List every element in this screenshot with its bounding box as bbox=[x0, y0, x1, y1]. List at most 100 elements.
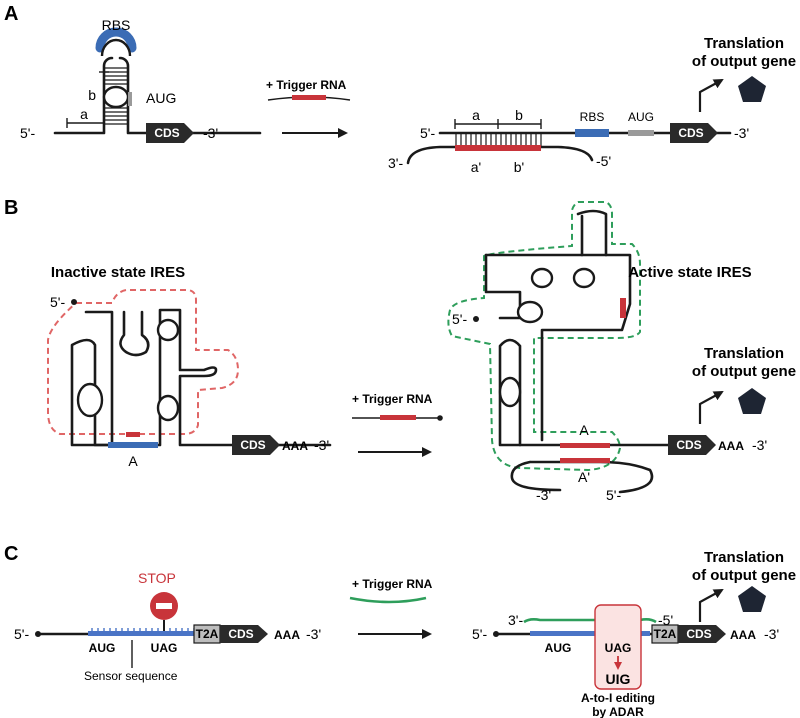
translation-title-a1: Translation bbox=[704, 35, 784, 52]
toehold-switch-on: a b a' b' RBS AUG CDS 5'- -3' 3'- -5' bbox=[388, 107, 749, 175]
active-5-prime: 5'- bbox=[452, 311, 467, 327]
c-uag: UAG bbox=[151, 641, 178, 655]
active-trigger-3: -3' bbox=[536, 487, 551, 503]
on-three-prime: -3' bbox=[734, 125, 749, 141]
c-on-5-prime: 5'- bbox=[472, 626, 487, 642]
site-a-segment bbox=[108, 442, 158, 448]
active-title: Active state IRES bbox=[628, 264, 751, 281]
active-lower-stem bbox=[498, 338, 522, 447]
c-on-trig-3: 3'- bbox=[508, 612, 523, 628]
a-label: a bbox=[80, 106, 88, 122]
c-on-cds: CDS bbox=[686, 627, 711, 641]
translation-title-c2: of output gene bbox=[692, 567, 796, 584]
c-3-prime: -3' bbox=[306, 626, 321, 642]
cds-label: CDS bbox=[154, 126, 179, 140]
active-aaa: AAA bbox=[718, 439, 744, 453]
c-5-prime: 5'- bbox=[14, 626, 29, 642]
trigger-rna-segment bbox=[292, 95, 326, 100]
active-outline bbox=[447, 201, 641, 472]
rbs-label: RBS bbox=[102, 17, 131, 33]
c-protein-pentagon-icon bbox=[738, 586, 766, 612]
c-cds: CDS bbox=[228, 627, 253, 641]
bent-arrow-icon bbox=[698, 79, 724, 112]
toehold-switch-off: RBS AUG a b 5'- CDS -3' bbox=[20, 17, 262, 143]
ires-5prime-dot bbox=[71, 299, 77, 305]
translation-title-b1: Translation bbox=[704, 345, 784, 362]
panel-c-letter: C bbox=[4, 543, 18, 565]
internal-bulge bbox=[102, 85, 130, 109]
trigger-rna-label: + Trigger RNA bbox=[266, 78, 347, 92]
c-bent-arrow-icon bbox=[698, 589, 724, 622]
aug-exposed bbox=[628, 130, 654, 136]
active-loop-lower bbox=[498, 376, 522, 408]
on-five-prime: 5'- bbox=[420, 125, 435, 141]
trigger-three-prime: 3'- bbox=[388, 155, 403, 171]
translation-title-b2: of output gene bbox=[692, 363, 796, 380]
aug-label: AUG bbox=[146, 90, 176, 106]
ires-backbone-left bbox=[70, 310, 114, 447]
c-on-cds-box bbox=[678, 625, 726, 643]
inactive-cds-box bbox=[232, 435, 280, 455]
rbs-loop bbox=[95, 27, 137, 53]
on-rbs-label: RBS bbox=[580, 110, 605, 124]
c-on-uig: UIG bbox=[606, 671, 631, 687]
inactive-cds-label: CDS bbox=[240, 438, 265, 452]
c-cds-box bbox=[220, 625, 268, 643]
inactive-5-prime: 5'- bbox=[50, 294, 65, 310]
active-a-label: A bbox=[579, 422, 589, 438]
inactive-ires: 5'- A CDS AAA -3' bbox=[47, 289, 332, 469]
stop-label: STOP bbox=[138, 570, 176, 586]
panel-b: B Inactive state IRES 5'- A CDS AAA -3' … bbox=[4, 197, 796, 503]
protein-pentagon-icon bbox=[738, 76, 766, 102]
b-trigger-segment bbox=[380, 415, 416, 420]
c-on-t2a: T2A bbox=[654, 627, 677, 641]
b-label: b bbox=[88, 87, 96, 103]
active-a-prime-site bbox=[560, 458, 610, 463]
active-top-hairpin bbox=[576, 209, 608, 257]
active-a-site bbox=[560, 443, 610, 448]
sensor-on: 3'- -5' 5'- AUG UAG UIG T2A CDS AAA -3' … bbox=[472, 604, 779, 718]
ires-loop-upper bbox=[156, 318, 180, 342]
c-on-trig-5: -5' bbox=[658, 612, 673, 628]
ires-hairpin-top bbox=[119, 310, 150, 357]
active-cds-box bbox=[668, 435, 716, 455]
c-trigger-strand bbox=[349, 596, 427, 604]
editing-box bbox=[594, 604, 642, 690]
c-t2a: T2A bbox=[196, 627, 219, 641]
c-on-trigger bbox=[523, 618, 657, 624]
c-on-sensor bbox=[530, 631, 650, 636]
ires-backbone-right bbox=[93, 308, 332, 447]
c-on-3-prime: -3' bbox=[764, 626, 779, 642]
b-bent-arrow-icon bbox=[698, 391, 724, 424]
c-trigger-label: + Trigger RNA bbox=[352, 577, 433, 591]
c-on-aug: AUG bbox=[545, 641, 572, 655]
hairpin-loop bbox=[100, 38, 132, 57]
translation-title-a2: of output gene bbox=[692, 53, 796, 70]
active-a-prime-label: A' bbox=[578, 469, 590, 485]
ires-loop-left bbox=[76, 382, 104, 418]
active-trigger-5: 5'- bbox=[606, 487, 621, 503]
on-cds-box bbox=[670, 123, 718, 143]
trigger-five-prime: -5' bbox=[596, 153, 611, 169]
c-on-aaa: AAA bbox=[730, 628, 756, 642]
site-a-blocker bbox=[126, 432, 140, 437]
panel-b-letter: B bbox=[4, 197, 18, 219]
active-trigger-strand bbox=[510, 460, 654, 494]
translation-title-c1: Translation bbox=[704, 549, 784, 566]
b-protein-pentagon-icon bbox=[738, 388, 766, 414]
duplex-rungs bbox=[455, 133, 542, 147]
sensor-segment bbox=[88, 631, 200, 636]
active-trigger-mark bbox=[620, 298, 626, 318]
on-b-label: b bbox=[515, 107, 523, 123]
active-loop-a bbox=[530, 267, 554, 289]
active-loop-b bbox=[572, 267, 596, 289]
on-a-label: a bbox=[472, 107, 480, 123]
active-cds-label: CDS bbox=[676, 438, 701, 452]
panel-a-letter: A bbox=[4, 3, 18, 25]
on-cds-label: CDS bbox=[678, 126, 703, 140]
active-3-prime: -3' bbox=[752, 437, 767, 453]
inactive-aaa: AAA bbox=[282, 439, 308, 453]
on-a-prime-label: a' bbox=[471, 159, 481, 175]
active-upper-arm bbox=[484, 253, 632, 442]
